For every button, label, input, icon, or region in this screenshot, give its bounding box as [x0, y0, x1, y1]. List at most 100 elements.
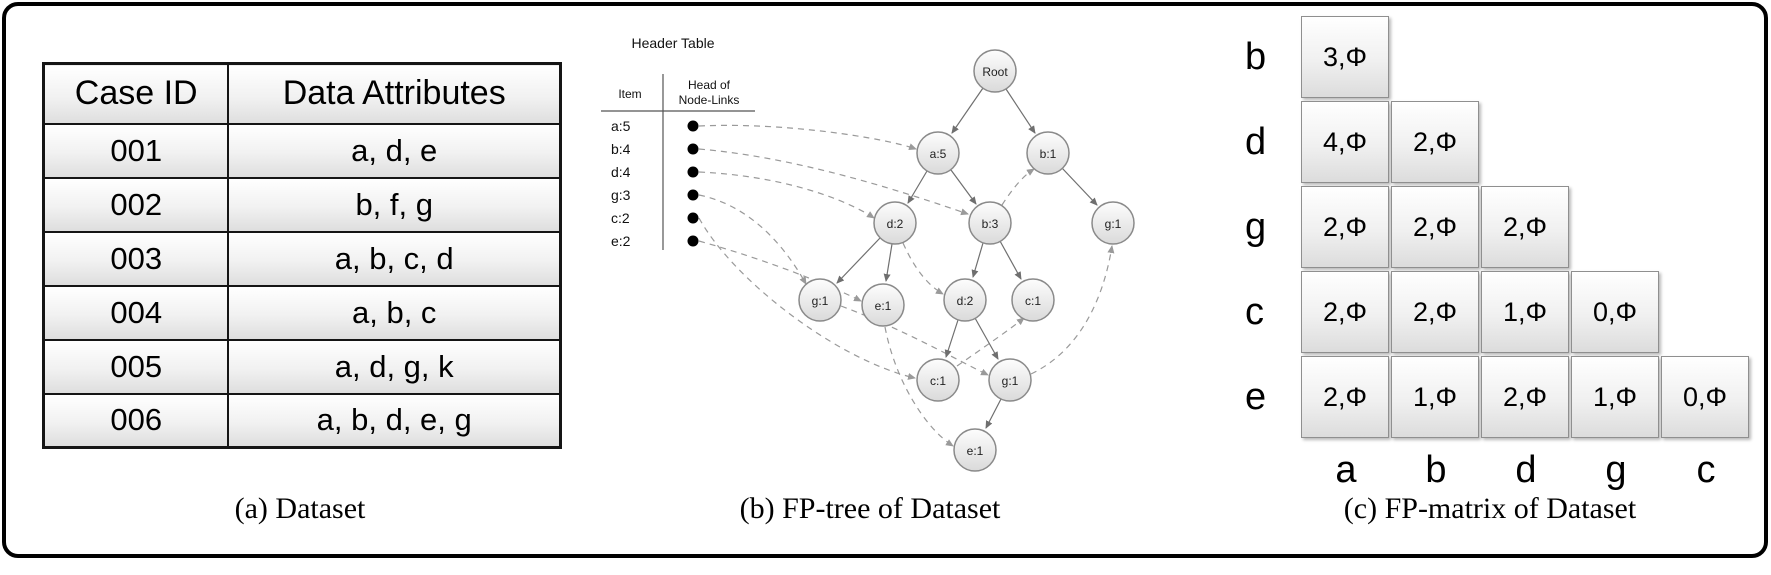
- matrix-cell: 2,Φ: [1391, 271, 1479, 353]
- node-link-bullet: [687, 189, 699, 201]
- node-label: b:1: [1040, 147, 1057, 161]
- attributes-cell: a, d, e: [227, 122, 562, 179]
- tree-edge: [944, 319, 959, 358]
- col-header-case-id: Case ID: [42, 62, 230, 125]
- node-links: [698, 124, 1115, 447]
- node-links-column-header-line2: Node-Links: [679, 93, 740, 107]
- fp-node-root: Root: [973, 49, 1017, 93]
- fp-node: g:1: [988, 358, 1032, 402]
- node-link: [1030, 245, 1115, 375]
- header-item: g:3: [611, 187, 631, 203]
- node-link: [698, 171, 875, 219]
- caption-fptree: (b) FP-tree of Dataset: [739, 492, 1001, 525]
- matrix-cell: 0,Φ: [1661, 356, 1749, 438]
- case-id-cell: 005: [42, 338, 230, 395]
- matrix-row-label: c: [1245, 290, 1264, 333]
- tree-edge: [883, 243, 893, 282]
- node-label: g:1: [1002, 374, 1019, 388]
- matrix-row-label: b: [1245, 35, 1267, 78]
- table-row: 004 a, b, c: [42, 284, 562, 341]
- fp-node: b:3: [968, 201, 1012, 245]
- node-label: Root: [982, 65, 1008, 79]
- tree-edge: [950, 169, 977, 205]
- node-label: c:1: [930, 374, 946, 388]
- node-label: d:2: [887, 217, 904, 231]
- matrix-row: b 3,Φ: [1245, 16, 1751, 98]
- node-link: [902, 242, 944, 295]
- node-label: c:1: [1025, 294, 1041, 308]
- matrix-col-label: c: [1696, 448, 1716, 491]
- matrix-row-label: d: [1245, 120, 1267, 163]
- fp-node: g:1: [798, 278, 842, 322]
- matrix-cell: 2,Φ: [1391, 186, 1479, 268]
- node-links-column-header-line1: Head of: [688, 78, 731, 92]
- header-table: Header Table Item Head of Node-Links a:5…: [601, 35, 755, 250]
- node-label: g:1: [1105, 217, 1122, 231]
- tree-edge: [971, 242, 984, 278]
- tree-edge: [999, 240, 1022, 280]
- fp-nodes: Root a:5 b:1 d:2 b:3 g:1 g:1 e:1: [798, 49, 1135, 472]
- fp-node: d:2: [943, 278, 987, 322]
- fp-tree-diagram: Header Table Item Head of Node-Links a:5…: [601, 35, 1135, 472]
- node-label: a:5: [930, 147, 947, 161]
- matrix-row: g 2,Φ 2,Φ 2,Φ: [1245, 186, 1751, 268]
- attributes-cell: a, d, g, k: [227, 338, 562, 395]
- fp-node: c:1: [916, 358, 960, 402]
- fp-node: g:1: [1091, 201, 1135, 245]
- fp-node: b:1: [1026, 131, 1070, 175]
- case-id-cell: 001: [42, 122, 230, 179]
- caption-fpmatrix: (c) FP-matrix of Dataset: [1343, 492, 1637, 525]
- node-label: e:1: [967, 444, 984, 458]
- matrix-cell: 4,Φ: [1301, 101, 1389, 183]
- attributes-cell: b, f, g: [227, 176, 562, 233]
- case-id-cell: 006: [42, 392, 230, 449]
- table-row: 003 a, b, c, d: [42, 230, 562, 287]
- fp-node: e:1: [953, 428, 997, 472]
- node-label: b:3: [982, 217, 999, 231]
- table-header-row: Case ID Data Attributes: [42, 62, 562, 125]
- header-item: a:5: [611, 118, 631, 134]
- matrix-cell: 2,Φ: [1391, 101, 1479, 183]
- node-link: [698, 217, 916, 380]
- node-link: [840, 305, 989, 376]
- fp-node: c:1: [1011, 278, 1055, 322]
- node-link: [956, 317, 1025, 367]
- header-item: b:4: [611, 141, 631, 157]
- table-row: 001 a, d, e: [42, 122, 562, 179]
- dataset-table: Case ID Data Attributes 001 a, d, e 002 …: [42, 62, 562, 449]
- header-item: e:2: [611, 233, 631, 249]
- tree-edge: [951, 87, 984, 134]
- header-item: d:4: [611, 164, 631, 180]
- matrix-row: d 4,Φ 2,Φ: [1245, 101, 1751, 183]
- node-label: g:1: [812, 294, 829, 308]
- caption-dataset: (a) Dataset: [234, 492, 366, 525]
- item-column-header: Item: [618, 87, 641, 101]
- node-link: [698, 194, 807, 285]
- header-item: c:2: [611, 210, 630, 226]
- matrix-label-spacer: [1245, 442, 1301, 498]
- node-link-bullet: [687, 120, 699, 132]
- matrix-row-label: e: [1245, 375, 1267, 418]
- matrix-column-labels: a b d g c: [1245, 442, 1751, 498]
- table-row: 002 b, f, g: [42, 176, 562, 233]
- case-id-cell: 004: [42, 284, 230, 341]
- fp-node: d:2: [873, 201, 917, 245]
- node-link-bullet: [687, 143, 699, 155]
- node-link: [698, 240, 862, 302]
- fp-matrix: b 3,Φ d 4,Φ 2,Φ g 2,Φ 2,Φ 2,Φ c 2,Φ 2,Φ …: [1245, 16, 1751, 501]
- matrix-col-label: g: [1605, 448, 1627, 491]
- tree-edge: [974, 317, 999, 360]
- matrix-cell: 2,Φ: [1481, 186, 1569, 268]
- tree-edges: [836, 87, 1098, 429]
- attributes-cell: a, b, c: [227, 284, 562, 341]
- node-link: [1001, 168, 1035, 206]
- node-link-bullet: [687, 212, 699, 224]
- matrix-cell: 2,Φ: [1301, 186, 1389, 268]
- matrix-cell: 1,Φ: [1391, 356, 1479, 438]
- fp-node: a:5: [916, 131, 960, 175]
- tree-edge: [985, 398, 1002, 429]
- matrix-cell: 2,Φ: [1301, 271, 1389, 353]
- matrix-cell: 1,Φ: [1481, 271, 1569, 353]
- attributes-cell: a, b, c, d: [227, 230, 562, 287]
- node-label: e:1: [875, 299, 892, 313]
